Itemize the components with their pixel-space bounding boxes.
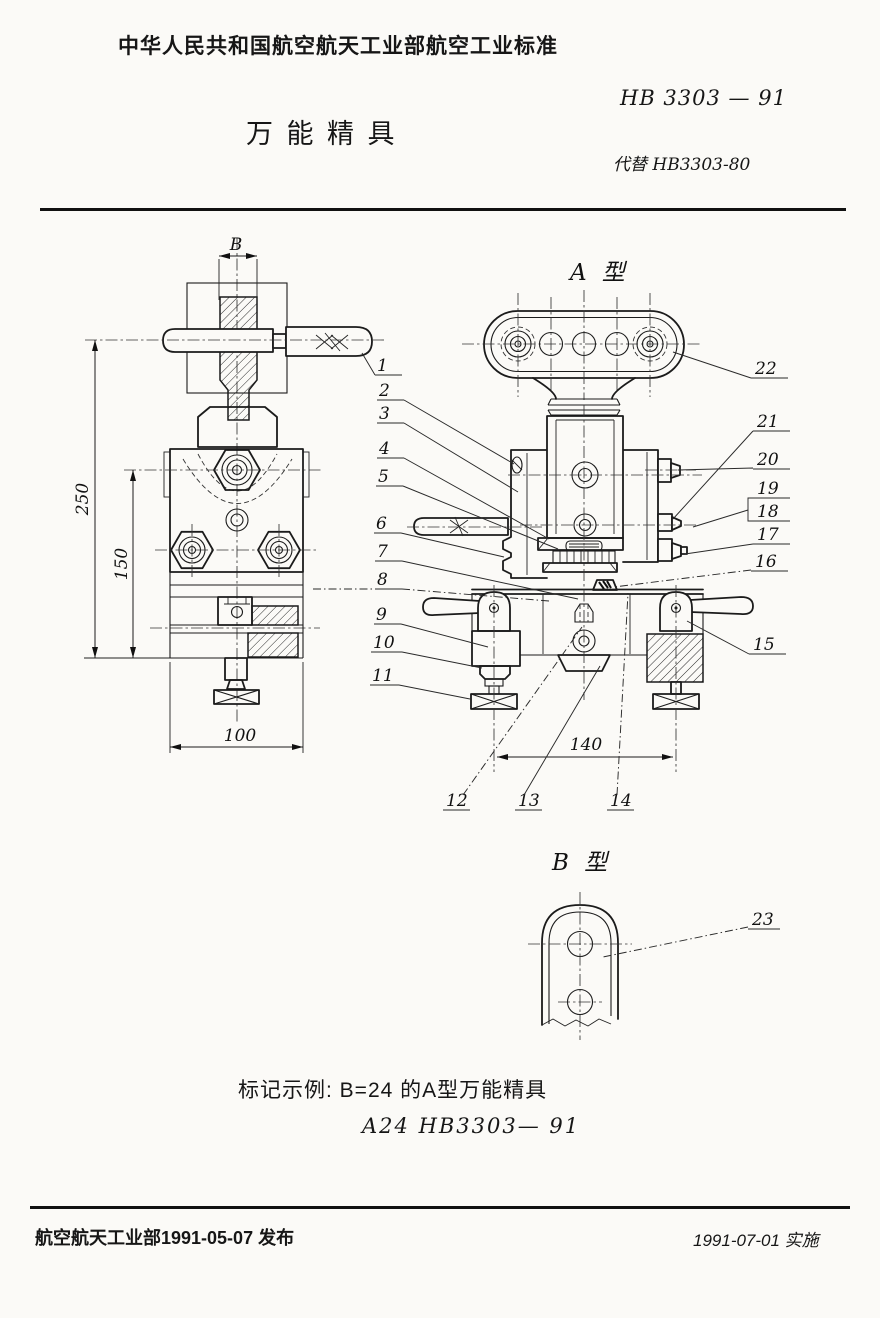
callout-9: 9 [376,605,387,625]
dim-100: 100 [169,662,304,753]
right-clamp [646,585,754,772]
header-organization: 中华人民共和国航空航天工业部航空工业标准 [118,35,558,58]
dim-250: 250 [73,340,170,659]
document-title: 万 能 精 具 [246,119,398,149]
break-line [541,1018,612,1027]
callout-4: 4 [378,439,390,459]
side-rod [407,516,545,537]
top-plate [462,290,700,400]
handle [85,326,385,357]
lower-slide-stack [169,572,304,659]
callout-7: 7 [377,542,388,562]
callout-12: 12 [446,791,468,811]
svg-text:140: 140 [570,735,603,755]
callout-8: 8 [377,570,388,590]
handle-grip [285,326,373,357]
callout-13: 13 [518,791,540,811]
center-pin [225,508,249,532]
frame-screw [511,456,523,474]
callout-21: 21 [756,412,779,432]
type-a-view: A 型 [407,260,754,772]
left-clamp [422,585,521,772]
marking-example-line2: A24 HB3303— 91 [362,1114,581,1138]
callout-11: 11 [372,666,394,686]
front-view: B 250 150 100 [73,235,385,753]
svg-text:250: 250 [73,483,93,517]
callout-17: 17 [757,525,779,545]
bottom-thumb-screw [213,657,260,705]
dim-B: B [218,235,258,300]
right-clamp-handle [689,596,754,615]
standard-number: HB 3303 — 91 [620,86,787,110]
callout-22: 22 [754,359,777,379]
dim-140: 140 [497,735,673,760]
callout-19: 19 [757,479,779,499]
callout-6: 6 [376,514,387,534]
callout-3: 3 [379,404,390,424]
right-bolts [645,458,696,562]
callout-1: 1 [377,356,388,376]
type-b-label: B 型 [551,850,611,876]
callout-15: 15 [753,635,775,655]
callouts: 1 2 3 4 5 6 7 8 9 10 11 12 13 [313,351,790,958]
svg-text:100: 100 [224,726,257,746]
callout-5: 5 [378,467,389,487]
grip-knurl-marks [315,332,349,352]
dim-150: 150 [112,470,136,658]
latch [592,579,618,591]
svg-text:B: B [229,235,243,255]
svg-text:150: 150 [112,548,132,581]
callout-16: 16 [755,552,777,572]
callout-2: 2 [378,381,390,401]
replaces-standard: 代替 HB3303-80 [613,155,751,175]
callout-10: 10 [373,633,395,653]
marking-example-line1: 标记示例: B=24 的A型万能精具 [238,1079,548,1102]
footer-rule [30,1206,850,1209]
upper-step-block [197,406,278,448]
bottom-pad [557,654,611,672]
callout-23: 23 [751,910,774,930]
callout-14: 14 [610,791,632,811]
type-b-view: B 型 [528,850,632,1040]
left-clamp-handle [422,597,481,616]
clamp-screw-shaft [219,296,258,421]
main-body [169,448,304,573]
base-pedestal [537,537,624,573]
callout-20: 20 [756,450,779,470]
footer-effective: 1991-07-01 实施 [693,1231,819,1250]
footer-issued: 航空航天工业部1991-05-07 发布 [35,1228,295,1248]
header-rule [40,208,846,211]
column [508,415,702,539]
slide-block [217,596,253,626]
callout-18: 18 [757,502,779,522]
type-a-label: A 型 [568,260,629,286]
